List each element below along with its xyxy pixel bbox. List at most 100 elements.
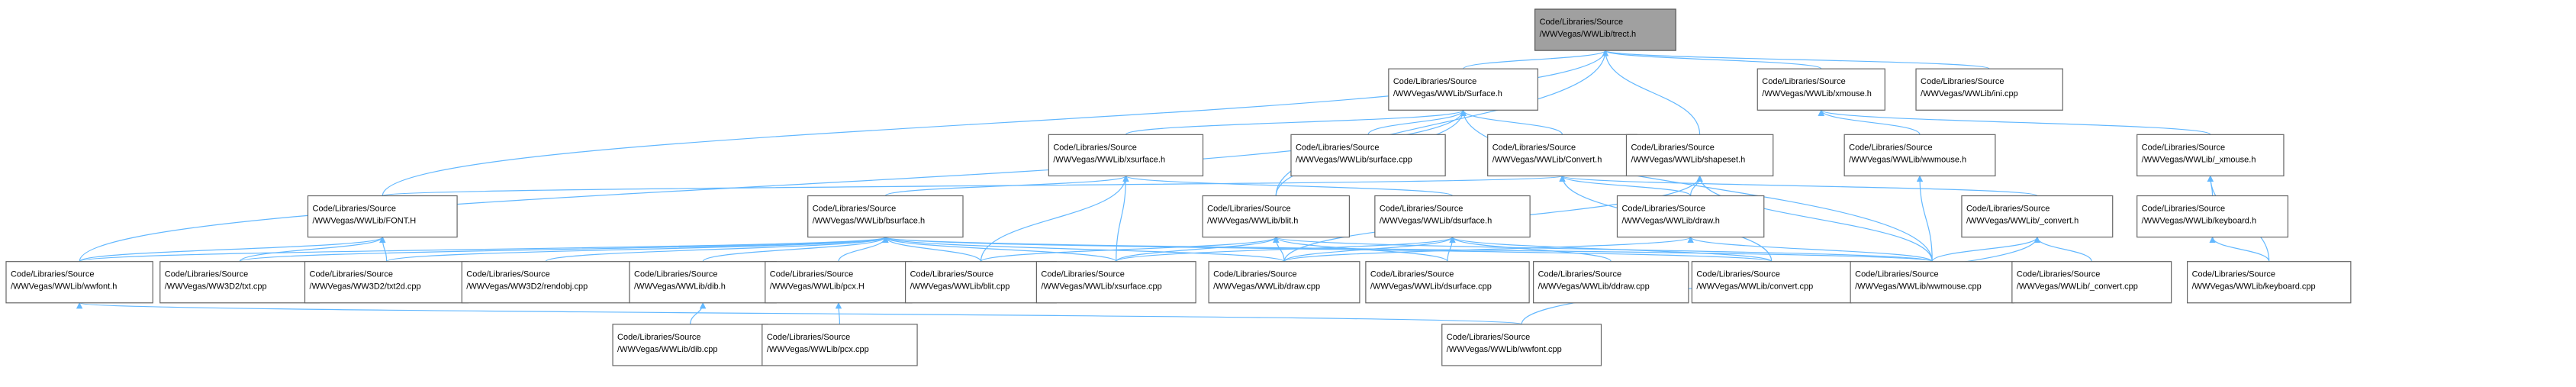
node-label-line: /WWVegas/WWLib/draw.cpp (1213, 282, 1320, 292)
graph-node-bsurface-h[interactable]: Code/Libraries/Source/WWVegas/WWLib/bsur… (807, 195, 964, 238)
node-label-line: Code/Libraries/Source (11, 270, 94, 279)
graph-edge (76, 302, 1522, 325)
graph-edge (1449, 236, 1773, 263)
node-label-line: /WWVegas/WWLib/wwfont.h (11, 282, 117, 292)
node-label-line: /WWVegas/WWLib/dib.h (634, 282, 726, 292)
graph-node-keyboard-h[interactable]: Code/Libraries/Source/WWVegas/WWLib/keyb… (2136, 195, 2289, 238)
graph-edge (79, 109, 1467, 262)
graph-node-ddraw-cpp[interactable]: Code/Libraries/Source/WWVegas/WWLib/ddra… (1533, 261, 1689, 304)
node-label-line: /WWVegas/WWLib/Surface.h (1393, 89, 1502, 98)
graph-node-font-h[interactable]: Code/Libraries/Source/WWVegas/WWLib/FONT… (307, 195, 458, 238)
graph-node--convert-h[interactable]: Code/Libraries/Source/WWVegas/WWLib/_con… (1961, 195, 2114, 238)
graph-node-dsurface-cpp[interactable]: Code/Libraries/Source/WWVegas/WWLib/dsur… (1365, 261, 1530, 304)
graph-edge (1449, 236, 1612, 263)
graph-edge (1916, 175, 1933, 262)
node-box (1843, 134, 1996, 177)
node-label-line: Code/Libraries/Source (1053, 143, 1136, 152)
node-box (1202, 195, 1351, 238)
graph-node-dsurface-h[interactable]: Code/Libraries/Source/WWVegas/WWLib/dsur… (1374, 195, 1531, 238)
node-box (2011, 261, 2172, 304)
node-label-line: /WWVegas/WWLib/blit.cpp (910, 282, 1010, 292)
node-label-line: /WWVegas/WWLib/dsurface.h (1380, 217, 1492, 226)
graph-edge (379, 236, 388, 262)
graph-node-dib-cpp[interactable]: Code/Libraries/Source/WWVegas/WWLib/dib.… (612, 324, 768, 366)
graph-node-pcx-h[interactable]: Code/Libraries/Source/WWVegas/WWLib/pcx.… (765, 261, 913, 304)
graph-node-keyboard-cpp[interactable]: Code/Libraries/Source/WWVegas/WWLib/keyb… (2187, 261, 2352, 304)
node-label-line: /WWVegas/WWLib/convert.cpp (1696, 282, 1813, 292)
node-label-line: Code/Libraries/Source (1393, 77, 1476, 86)
node-label-line: Code/Libraries/Source (466, 270, 549, 279)
node-label-line: Code/Libraries/Source (310, 270, 393, 279)
node-label-line: /WWVegas/WWLib/draw.h (1621, 217, 1719, 226)
graph-node-w3d-txt-cpp[interactable]: Code/Libraries/Source/WWVegas/WW3D2/txt.… (159, 261, 320, 304)
graph-node-xmouse-h[interactable]: Code/Libraries/Source/WWVegas/WWLib/xmou… (1757, 68, 1885, 111)
graph-node-xsurface-cpp[interactable]: Code/Libraries/Source/WWVegas/WWLib/xsur… (1035, 261, 1196, 304)
graph-edge (980, 175, 1129, 262)
node-label-line: /WWVegas/WWLib/dib.cpp (617, 345, 717, 354)
graph-node-shapeset-h[interactable]: Code/Libraries/Source/WWVegas/WWLib/shap… (1625, 134, 1774, 177)
graph-edge (2209, 236, 2270, 262)
node-label-line: Code/Libraries/Source (1380, 205, 1463, 214)
graph-edge (1116, 236, 1280, 263)
node-label-line: Code/Libraries/Source (1921, 77, 2004, 86)
graph-node-wwmouse-h[interactable]: Code/Libraries/Source/WWVegas/WWLib/wwmo… (1843, 134, 1996, 177)
graph-edge (882, 236, 982, 262)
node-label-line: /WWVegas/WWLib/blit.h (1207, 217, 1298, 226)
node-label-line: Code/Libraries/Source (1631, 143, 1714, 152)
graph-edge (690, 302, 707, 324)
node-label-line: Code/Libraries/Source (634, 270, 717, 279)
node-box (1487, 134, 1637, 177)
node-box (1208, 261, 1360, 304)
node-label-line: Code/Libraries/Source (1041, 270, 1124, 279)
graph-node-rect[interactable]: Code/Libraries/Source/WWVegas/WWLib/trec… (1534, 8, 1676, 51)
node-label-line: Code/Libraries/Source (770, 270, 853, 279)
graph-edge (79, 236, 889, 263)
graph-edge (1116, 236, 1456, 263)
node-box (1388, 68, 1539, 111)
graph-node-draw-h[interactable]: Code/Libraries/Source/WWVegas/WWLib/draw… (1616, 195, 1765, 238)
graph-node-convert-cpp[interactable]: Code/Libraries/Source/WWVegas/WWLib/conv… (1691, 261, 1852, 304)
graph-edge (1818, 109, 1921, 135)
graph-edge (382, 175, 1565, 197)
graph-node-wwmouse-cpp[interactable]: Code/Libraries/Source/WWVegas/WWLib/wwmo… (1850, 261, 2014, 304)
node-label-line: /WWVegas/WWLib/surface.cpp (1296, 155, 1412, 164)
graph-node-wwfont-cpp[interactable]: Code/Libraries/Source/WWVegas/WWLib/wwfo… (1441, 324, 1602, 366)
graph-node-dib-h[interactable]: Code/Libraries/Source/WWVegas/WWLib/dib.… (629, 261, 777, 304)
graph-node-draw-cpp[interactable]: Code/Libraries/Source/WWVegas/WWLib/draw… (1208, 261, 1360, 304)
node-label-line: Code/Libraries/Source (1762, 77, 1845, 86)
graph-node-surface-cpp[interactable]: Code/Libraries/Source/WWVegas/WWLib/surf… (1290, 134, 1446, 177)
graph-node-blit-h[interactable]: Code/Libraries/Source/WWVegas/WWLib/blit… (1202, 195, 1351, 238)
graph-node--xmouse-h[interactable]: Code/Libraries/Source/WWVegas/WWLib/_xmo… (2136, 134, 2285, 177)
graph-node-blit-cpp[interactable]: Code/Libraries/Source/WWVegas/WWLib/blit… (904, 261, 1057, 304)
graph-node-surface-h[interactable]: Code/Libraries/Source/WWVegas/WWLib/Surf… (1388, 68, 1539, 111)
node-label-line: Code/Libraries/Source (2192, 270, 2275, 279)
node-box (159, 261, 320, 304)
node-box (1625, 134, 1774, 177)
graph-node-convert-h[interactable]: Code/Libraries/Source/WWVegas/WWLib/Conv… (1487, 134, 1637, 177)
node-label-line: /WWVegas/WW3D2/rendobj.cpp (466, 282, 588, 292)
node-label-line: Code/Libraries/Source (1296, 143, 1379, 152)
graph-node-pcx-cpp[interactable]: Code/Libraries/Source/WWVegas/WWLib/pcx.… (762, 324, 918, 366)
graph-edge (1931, 236, 2040, 262)
node-label-line: /WWVegas/WW3D2/txt2d.cpp (310, 282, 421, 292)
node-label-line: /WWVegas/WWLib/Convert.h (1492, 155, 1602, 164)
graph-node-w3d-rendobj-cpp[interactable]: Code/Libraries/Source/WWVegas/WW3D2/rend… (461, 261, 630, 304)
node-box (1961, 195, 2114, 238)
graph-node-xsurface-h[interactable]: Code/Libraries/Source/WWVegas/WWLib/xsur… (1048, 134, 1204, 177)
graph-node-ini-cpp[interactable]: Code/Libraries/Source/WWVegas/WWLib/ini.… (1915, 68, 2063, 111)
graph-node-w3d-txt2d-cpp[interactable]: Code/Libraries/Source/WWVegas/WW3D2/txt2… (304, 261, 469, 304)
graph-node-wwfont-h[interactable]: Code/Libraries/Source/WWVegas/WWLib/wwfo… (5, 261, 153, 304)
graph-node--convert-cpp[interactable]: Code/Libraries/Source/WWVegas/WWLib/_con… (2011, 261, 2172, 304)
node-label-line: /WWVegas/WWLib/_convert.h (1966, 217, 2079, 226)
node-box (629, 261, 777, 304)
node-label-line: Code/Libraries/Source (1447, 333, 1530, 342)
graph-edge (239, 236, 889, 263)
node-label-line: /WWVegas/WWLib/shapeset.h (1631, 155, 1745, 164)
node-box (1757, 68, 1885, 111)
node-box (1441, 324, 1602, 366)
graph-edge (1559, 175, 1692, 197)
node-label-line: Code/Libraries/Source (1492, 143, 1576, 152)
node-label-line: /WWVegas/WWLib/wwmouse.cpp (1855, 282, 1982, 292)
node-box (2136, 134, 2285, 177)
